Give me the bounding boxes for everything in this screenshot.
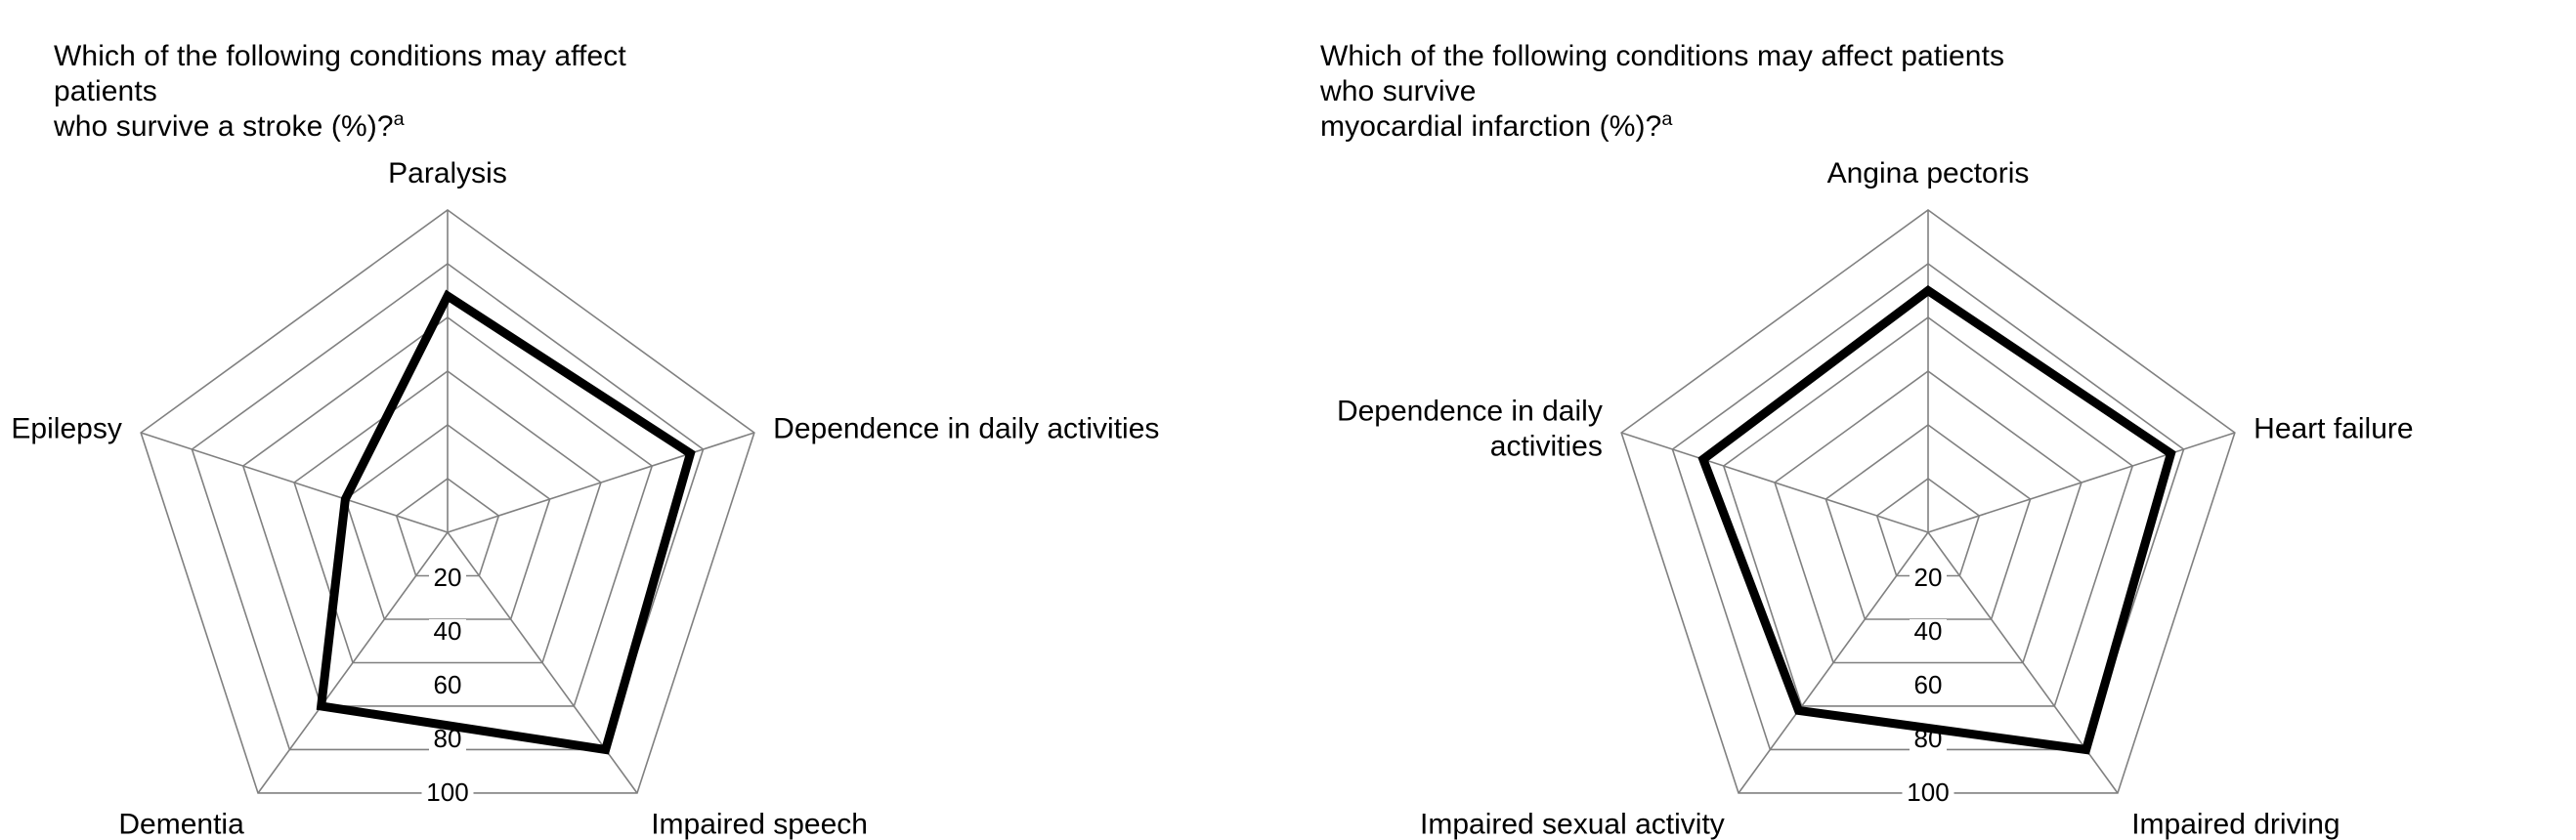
radar-axis-label-1: Dependence in daily activities: [773, 413, 1159, 445]
radar-tick-label-100: 100: [1907, 777, 1949, 807]
radar-spoke-3: [1738, 531, 1929, 794]
panel-title-myocardial-infarction: Which of the following conditions may af…: [1320, 4, 2063, 145]
radar-axis-label-4: Epilepsy: [11, 413, 121, 445]
radar-tick-backdrop-60: [1910, 673, 1947, 702]
radar-axis-label-2: Impaired driving: [2131, 808, 2340, 840]
panel-title-superscript: a: [393, 108, 405, 130]
radar-grid-ring-40: [344, 424, 551, 620]
panel-stroke: Which of the following conditions may af…: [11, 4, 1159, 840]
radar-tick-label-100: 100: [426, 777, 468, 807]
panel-title-text: Which of the following conditions may af…: [1320, 40, 2005, 143]
radar-grid-ring-80: [241, 316, 654, 707]
radar-tick-label-40: 40: [434, 616, 462, 646]
radar-tick-backdrop-100: [421, 780, 474, 810]
radar-spoke-4: [1620, 432, 1929, 533]
radar-axis-label-0: Angina pectoris: [1827, 157, 2030, 189]
radar-axis-label-2: Impaired speech: [651, 808, 868, 840]
panel-title-text: Which of the following conditions may af…: [54, 40, 626, 143]
radar-spoke-4: [140, 432, 449, 533]
radar-grid-ring-40: [1825, 424, 2032, 620]
radar-tick-backdrop-60: [429, 673, 466, 702]
panel-myocardial-infarction: Which of the following conditions may af…: [1288, 0, 2576, 840]
radar-tick-backdrop-20: [429, 566, 466, 595]
radar-spoke-3: [257, 531, 449, 794]
radar-tick-label-40: 40: [1914, 616, 1943, 646]
radar-tick-label-60: 60: [1914, 670, 1943, 699]
radar-spoke-1: [447, 432, 755, 533]
radar-grid-ring-60: [293, 370, 602, 664]
radar-grid: [1620, 209, 2236, 794]
radar-tick-backdrop-40: [1910, 619, 1947, 649]
radar-tick-label-20: 20: [1914, 563, 1943, 592]
radar-tick-label-60: 60: [434, 670, 462, 699]
radar-tick-backdrop-40: [429, 619, 466, 649]
panel-title-superscript: a: [1661, 108, 1673, 130]
radar-grid-ring-80: [1722, 316, 2134, 707]
radar-axis-label-0: Paralysis: [388, 157, 507, 189]
radar-tick-backdrop-20: [1910, 566, 1947, 595]
radar-data-polygon: [316, 289, 696, 755]
radar-axis-label-1: Heart failure: [2254, 413, 2413, 445]
radar-tick-backdrop-100: [1902, 780, 1954, 810]
radar-tick-label-20: 20: [434, 563, 462, 592]
radar-axis-label-3: Impaired sexual activity: [1420, 808, 1725, 840]
radar-axis-label-3: Dementia: [118, 808, 244, 840]
radar-spoke-1: [1927, 432, 2236, 533]
panel-title-stroke: Which of the following conditions may af…: [54, 4, 738, 145]
radar-data-polygon: [1697, 284, 2176, 755]
radar-grid-ring-60: [1774, 370, 2082, 664]
